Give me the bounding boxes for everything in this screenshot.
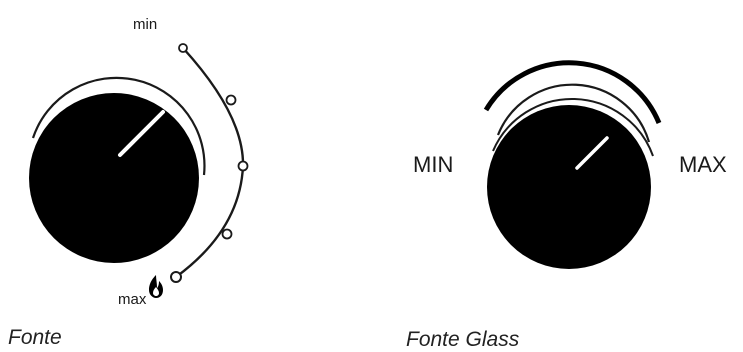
fonte-scale-dot-4 <box>223 230 232 239</box>
flame-icon <box>149 275 163 298</box>
fonte-glass-min-label: MIN <box>413 152 453 177</box>
fonte-glass-knob-assembly: MIN MAX Fonte Glass <box>406 63 727 351</box>
fonte-glass-knob[interactable] <box>487 105 651 269</box>
fonte-caption: Fonte <box>8 326 62 349</box>
fonte-max-label: max <box>118 291 147 308</box>
fonte-scale-dot-1 <box>179 44 187 52</box>
fonte-knob-assembly: min max Fonte <box>8 16 248 349</box>
fonte-glass-caption: Fonte Glass <box>406 328 520 351</box>
fonte-scale-dot-5 <box>171 272 181 282</box>
fonte-knob[interactable] <box>29 93 199 263</box>
fonte-glass-max-label: MAX <box>679 152 727 177</box>
fonte-min-label: min <box>133 16 157 33</box>
fonte-scale-dot-2 <box>227 96 236 105</box>
fonte-scale-dot-3 <box>239 162 248 171</box>
